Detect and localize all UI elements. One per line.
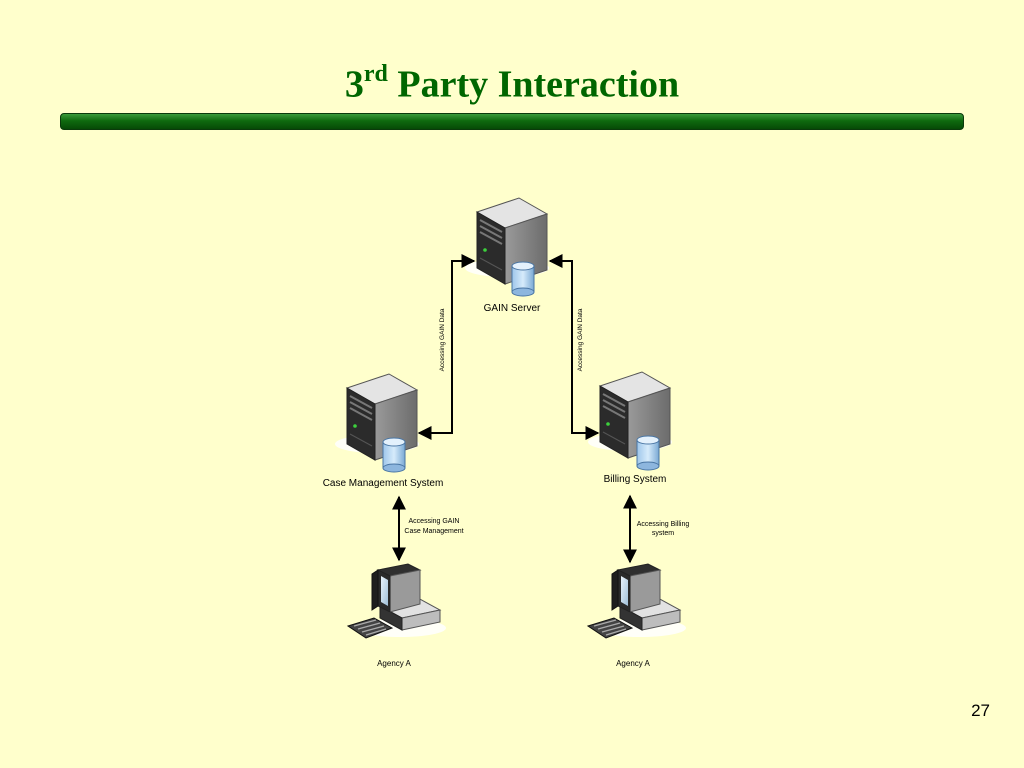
label-gain-server: GAIN Server bbox=[484, 303, 541, 314]
database-icon bbox=[511, 261, 535, 297]
edge-label-right-vertical: Accessing GAIN Data bbox=[577, 308, 584, 371]
label-agency-right: Agency A bbox=[616, 659, 650, 668]
edge-label-billing-line1: Accessing Billing bbox=[637, 521, 690, 528]
edge-label-billing-line2: system bbox=[652, 530, 674, 537]
node-agency-left: Agency A bbox=[347, 563, 447, 668]
node-agency-right: Agency A bbox=[587, 563, 687, 668]
connector-case-to-gain bbox=[417, 254, 476, 440]
node-gain-server: GAIN Server bbox=[464, 197, 550, 314]
edge-label-left-vertical: Accessing GAIN Data bbox=[439, 308, 446, 371]
slide-title: 3rd Party Interaction bbox=[0, 54, 1024, 107]
page-number: 27 bbox=[971, 701, 990, 720]
node-billing-system: Billing System bbox=[587, 371, 673, 485]
label-agency-left: Agency A bbox=[377, 659, 411, 668]
connector-billing-to-gain bbox=[548, 254, 600, 440]
title-main: 3 bbox=[344, 63, 364, 106]
title-rest: Party Interaction bbox=[387, 63, 680, 106]
title-superscript: rd bbox=[363, 61, 388, 87]
label-case-management: Case Management System bbox=[323, 478, 444, 489]
server-icon bbox=[464, 197, 550, 285]
edge-label-case-line1: Accessing GAIN bbox=[409, 518, 460, 525]
database-icon bbox=[636, 435, 660, 471]
workstation-icon bbox=[587, 563, 687, 639]
node-case-management: Case Management System bbox=[323, 373, 444, 489]
edge-label-case-line2: Case Management bbox=[404, 528, 463, 535]
server-icon bbox=[334, 373, 420, 461]
database-icon bbox=[382, 437, 406, 473]
workstation-icon bbox=[347, 563, 447, 639]
title-underline-bar bbox=[60, 113, 964, 130]
label-billing-system: Billing System bbox=[604, 474, 667, 485]
